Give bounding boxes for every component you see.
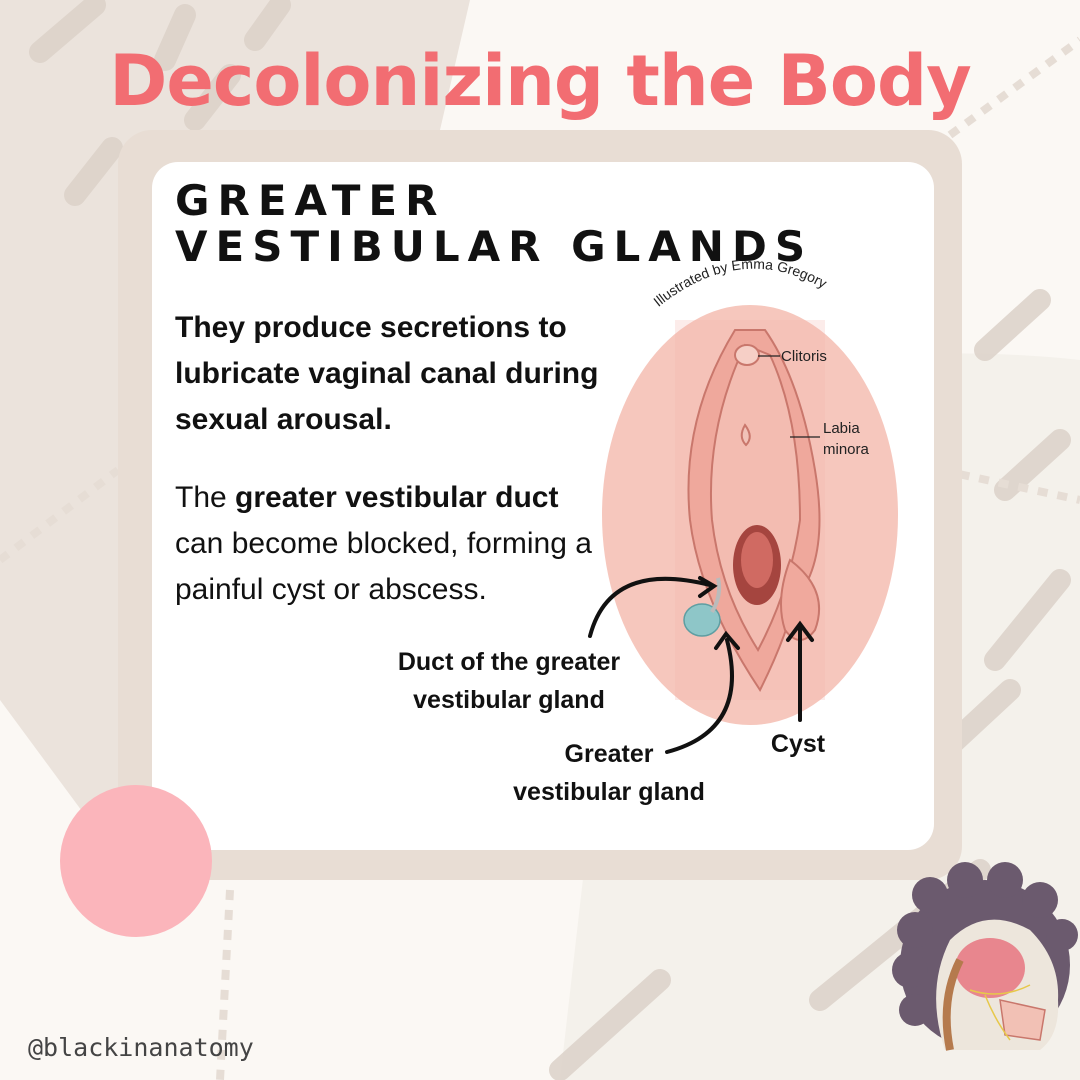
label-gland: Greater vestibular gland (495, 735, 723, 811)
card-heading: GREATER VESTIBULAR GLANDS (175, 176, 814, 271)
label-labia-line1: Labia (823, 420, 860, 437)
label-duct-line1: Duct of the greater (397, 648, 621, 676)
lead-text: They produce secretions to lubricate vag… (175, 311, 599, 436)
label-gland-line2: vestibular gland (513, 778, 705, 806)
label-cyst: Cyst (770, 730, 826, 758)
label-clitoris: Clitoris (781, 348, 827, 365)
label-labia-minora: Labia minora (823, 418, 869, 460)
body-text-bold: greater vestibular duct (235, 481, 559, 514)
label-duct: Duct of the greater vestibular gland (370, 643, 648, 719)
label-gland-line1: Greater (564, 740, 654, 768)
body-text-part1: The (175, 481, 227, 514)
social-handle: @blackinanatomy (28, 1033, 254, 1062)
label-duct-line2: vestibular gland (413, 686, 605, 714)
body-text: The greater vestibular duct can become b… (175, 475, 615, 613)
body-text-part2: can become blocked, forming a painful cy… (175, 527, 592, 606)
page-title: Decolonizing the Body (109, 40, 971, 122)
label-labia-line2: minora (823, 441, 869, 458)
